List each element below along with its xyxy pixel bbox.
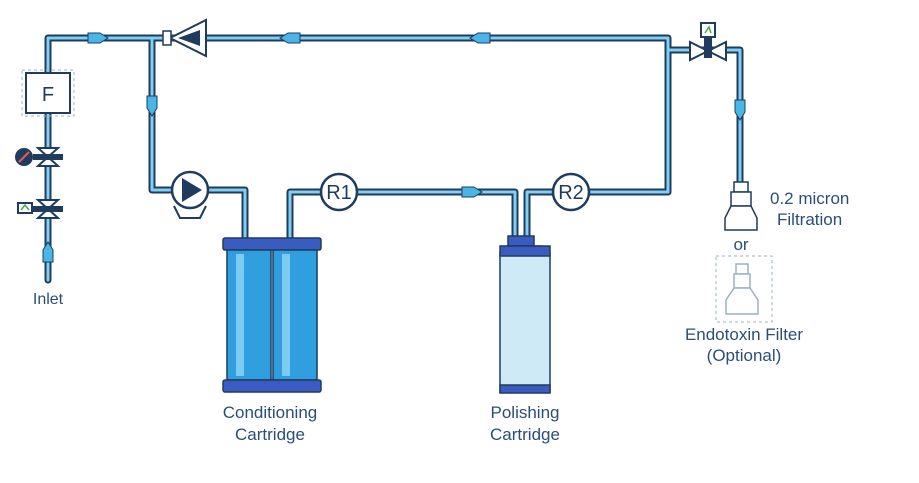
polishing-cartridge xyxy=(499,235,551,394)
r2-label: R2 xyxy=(558,182,584,204)
inlet-label: Inlet xyxy=(33,291,64,308)
flow-arrow-right-top xyxy=(87,32,109,44)
micron-filter-icon xyxy=(724,181,758,231)
pipe-network xyxy=(44,34,744,284)
flow-arrow-left-2 xyxy=(469,32,491,44)
check-valve-icon xyxy=(162,18,207,58)
flow-arrow-up-inlet xyxy=(42,241,54,263)
micron-filter-label-line2: Filtration xyxy=(777,210,842,229)
conditioning-label-line1: Conditioning xyxy=(223,403,318,422)
flow-arrows xyxy=(42,32,746,263)
inlet-solenoid-valve xyxy=(17,199,63,219)
outlet-valve xyxy=(689,22,727,62)
conditioning-label-line2: Cartridge xyxy=(235,425,305,444)
prefilter-label: F xyxy=(42,84,54,106)
flow-arrow-down-bypass xyxy=(146,95,158,117)
inlet-valve-upper xyxy=(15,147,63,167)
prefilter-box: F xyxy=(21,69,75,117)
polishing-label-line1: Polishing xyxy=(491,403,560,422)
conditioning-cartridge xyxy=(222,237,322,393)
pump-icon xyxy=(170,170,210,219)
flow-arrow-left-1 xyxy=(279,32,301,44)
endotoxin-label-line2: (Optional) xyxy=(707,346,782,365)
flow-arrow-right-mid xyxy=(461,186,483,198)
resistivity-cell-r1: R1 xyxy=(319,172,359,212)
flow-arrow-down-outlet xyxy=(734,99,746,121)
resistivity-cell-r2: R2 xyxy=(551,172,591,212)
solenoid-icon xyxy=(17,202,33,214)
r1-label: R1 xyxy=(326,182,352,204)
or-label: or xyxy=(733,235,748,254)
endotoxin-label-line1: Endotoxin Filter xyxy=(685,325,803,344)
endotoxin-filter-icon xyxy=(715,255,773,323)
polishing-label-line2: Cartridge xyxy=(490,425,560,444)
solenoid-icon xyxy=(700,22,716,38)
micron-filter-label-line1: 0.2 micron xyxy=(770,189,849,208)
